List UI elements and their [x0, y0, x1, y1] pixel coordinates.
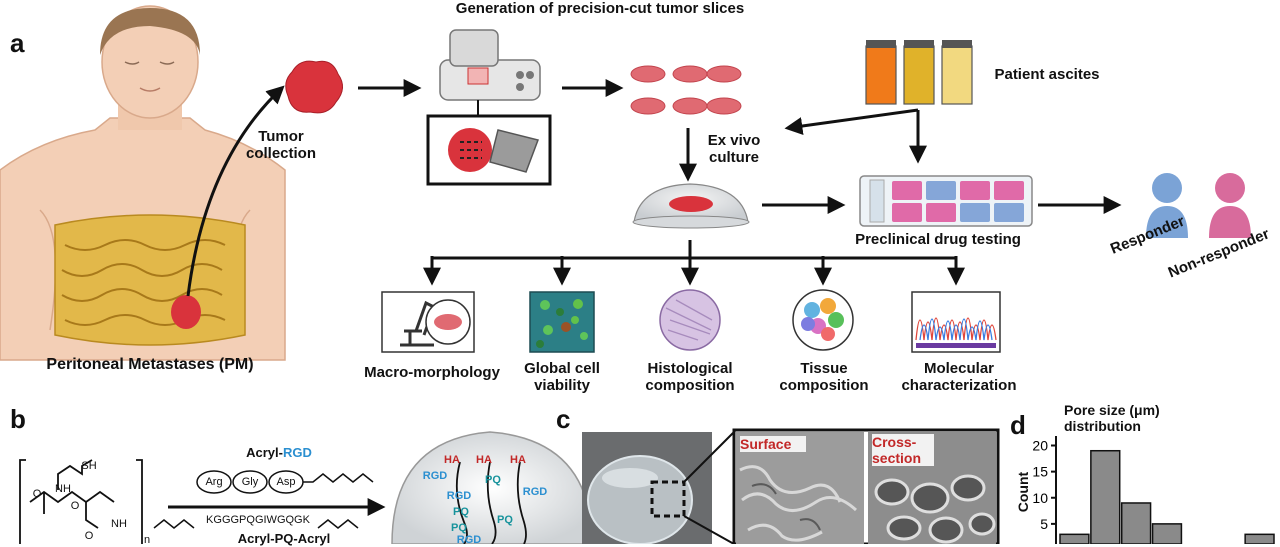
panel-letter-b: b: [10, 404, 26, 434]
acryl-rgd-label: Acryl-RGD: [246, 445, 312, 460]
zoom-region-box: [650, 480, 686, 518]
panel-letter-d: d: [1010, 410, 1026, 440]
histogram-bar: [1244, 533, 1275, 544]
residue-asp: Asp: [276, 476, 296, 488]
chem-n: n: [143, 534, 151, 546]
arrow-ascites-to-culture: [784, 108, 919, 135]
gel-pq-4: PQ: [451, 522, 467, 534]
residue-gly: Gly: [241, 476, 259, 488]
y-tick-label: 15: [1032, 464, 1048, 480]
panel-letter-c: c: [556, 404, 571, 434]
gel-pq-3: PQ: [497, 514, 513, 526]
gel-pq-1: PQ: [485, 474, 501, 486]
gel-rgd-3: RGD: [522, 486, 548, 498]
y-tick-label: 5: [1040, 516, 1048, 532]
y-tick-label: 20: [1032, 438, 1048, 454]
chromatogram-icon: [911, 291, 1001, 353]
chem-o-3: O: [84, 530, 94, 542]
gel-ha-3: HA: [510, 454, 526, 466]
zoom-line-top: [683, 431, 735, 483]
microscope-icon: [381, 291, 475, 353]
patient-ascites-label: Patient ascites: [994, 66, 1100, 83]
rgd-peptide-chain: [196, 470, 374, 494]
chart-title: Pore size (μm)distribution: [1064, 402, 1160, 435]
y-axis-label: Count: [1014, 471, 1031, 513]
drug-plate-icon: [859, 175, 1033, 227]
gel-rgd-4: RGD: [456, 534, 482, 546]
gel-ha-1: HA: [444, 454, 460, 466]
pm-label: Peritoneal Metastases (PM): [46, 356, 254, 373]
gel-pq-2: PQ: [453, 506, 469, 518]
panel-letter-a: a: [10, 28, 25, 58]
gel-rgd-2: RGD: [446, 490, 472, 502]
chem-nh-2: NH: [111, 518, 127, 530]
responder-icon: [1146, 173, 1188, 238]
non-responder-icon: [1209, 173, 1251, 238]
ascites-tubes-icon: [865, 40, 973, 105]
histogram-bar: [1120, 502, 1152, 544]
tumor-collection-arrow: [186, 85, 285, 297]
tumor-icon: [285, 60, 343, 114]
chem-sh: SH: [81, 460, 97, 472]
ha-backbone-lines: [455, 461, 527, 544]
hydrogel-dome: [391, 431, 593, 544]
cell-cluster-icon: [792, 289, 854, 351]
chem-o-1: O: [32, 488, 42, 500]
chem-o-2: O: [70, 500, 80, 512]
histogram-bar: [1059, 533, 1090, 544]
chem-nh-1: NH: [55, 483, 71, 495]
gel-rgd-1: RGD: [422, 470, 448, 482]
acryl-pq-acryl-label: Acryl-PQ-Acryl: [237, 531, 331, 546]
zoom-line-bottom: [683, 515, 735, 544]
vibratome-icon: [439, 29, 541, 116]
sem-surface-label: Surface: [740, 436, 806, 453]
residue-arg: Arg: [205, 476, 223, 488]
crosslinker-sequence: KGGGPQGIWGQGK: [206, 514, 310, 526]
polymer-structure: [19, 459, 143, 544]
culture-dome-icon: [632, 183, 750, 229]
readout-branch-tree: [432, 240, 956, 260]
gel-ha-2: HA: [476, 454, 492, 466]
readout-macro-morphology: Macro-morphology: [364, 364, 500, 381]
sem-cross-section-label: Cross-section: [872, 434, 934, 467]
omentum-illustration: [54, 214, 246, 346]
pore-size-histogram: 5 10 15 20: [1032, 436, 1275, 544]
histogram-bar: [1090, 449, 1121, 544]
histology-icon: [659, 289, 721, 351]
crosslinker-chain: [153, 519, 359, 529]
y-tick-label: 10: [1032, 490, 1048, 506]
slicing-title: Generation of precision-cut tumor slices: [455, 0, 745, 17]
viability-stain-icon: [529, 291, 595, 353]
tumor-slices-icon: [630, 65, 742, 115]
drug-testing-label: Preclinical drug testing: [855, 231, 1021, 248]
histogram-bar: [1151, 523, 1183, 544]
razor-blade-icon: [489, 129, 539, 173]
